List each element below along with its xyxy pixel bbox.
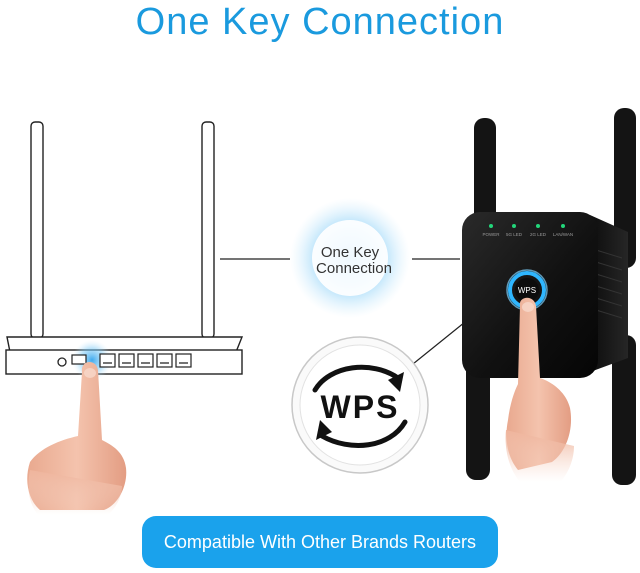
- wps-callout-label: WPS: [321, 389, 400, 425]
- arrow-top: [312, 364, 401, 393]
- headline: One Key Connection: [135, 1, 505, 43]
- connector-wps: [407, 317, 471, 369]
- compatibility-banner: Compatible With Other Brands Routers: [142, 516, 498, 568]
- hand-left: [27, 361, 127, 515]
- router-power-dot: [57, 357, 67, 367]
- router-usb-port: [71, 354, 87, 365]
- router-antenna-right: [201, 121, 215, 339]
- led-label-lan-wan: LAN/WAN: [553, 232, 573, 237]
- router-illustration: [5, 121, 244, 380]
- extender-wps-button: [515, 278, 539, 302]
- center-badge-line1: One Key: [321, 244, 380, 261]
- extender-antenna-top-right: [614, 108, 636, 268]
- extender-leds: [489, 224, 565, 228]
- center-badge-line2: Connection: [316, 260, 392, 277]
- extender-wps-label: WPS: [518, 286, 536, 295]
- extender-antenna-bottom-right: [612, 335, 636, 485]
- led-label-5g: 5G LED: [506, 232, 523, 237]
- led-label-power: POWER: [482, 232, 500, 237]
- wps-callout: WPS: [291, 336, 429, 474]
- led-label-2g: 2G LED: [530, 232, 547, 237]
- center-badge: One Key Connection: [290, 198, 410, 318]
- extender-device: POWER 5G LED 2G LED LAN/WAN WPS: [462, 108, 636, 485]
- hand-right: [505, 297, 574, 482]
- router-antenna-left: [30, 121, 44, 339]
- router-lan-ports: [99, 353, 192, 368]
- arrow-bottom: [319, 419, 408, 448]
